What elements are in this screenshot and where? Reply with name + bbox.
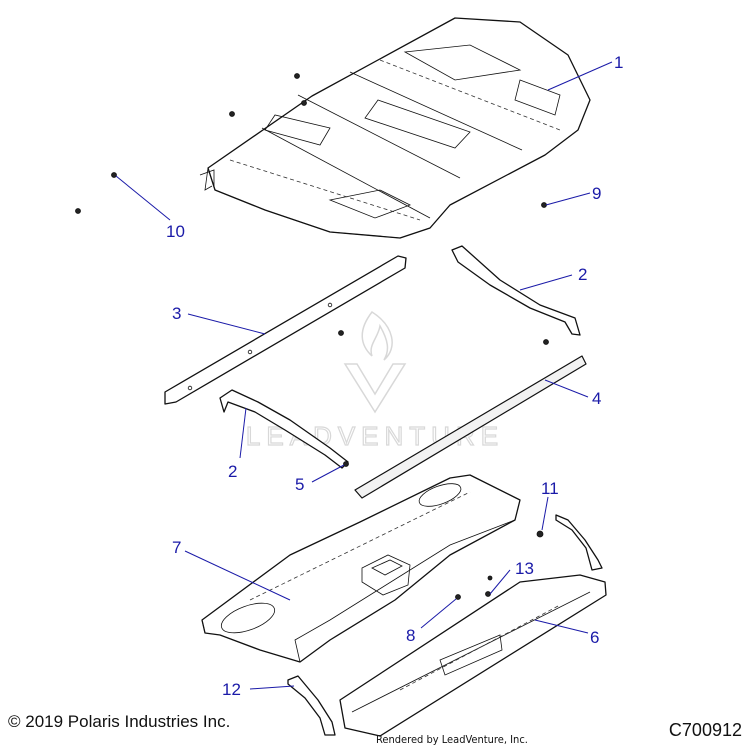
fastener-5 xyxy=(343,461,349,467)
callout-11: 11 xyxy=(541,479,559,498)
callout-2-lower: 2 xyxy=(228,462,237,481)
callout-5: 5 xyxy=(295,475,304,494)
callout-1: 1 xyxy=(614,53,623,72)
part-headliner xyxy=(201,474,521,663)
callout-labels: 1 2 2 3 4 5 6 7 8 9 10 11 12 13 xyxy=(166,53,623,699)
callout-13: 13 xyxy=(515,559,534,578)
callout-7: 7 xyxy=(172,538,181,557)
callout-3: 3 xyxy=(172,304,181,323)
fastener-8 xyxy=(455,594,461,600)
callout-6: 6 xyxy=(590,628,599,647)
callout-12: 12 xyxy=(222,680,241,699)
fastener-11 xyxy=(536,530,544,538)
copyright-notice: © 2019 Polaris Industries Inc. xyxy=(8,712,231,731)
rendered-by-credit: Rendered by LeadVenture, Inc. xyxy=(376,733,528,746)
part-small-trim-left xyxy=(287,675,336,736)
watermark-v-icon xyxy=(343,363,407,414)
part-roof xyxy=(199,17,591,239)
watermark-flame-icon xyxy=(361,311,393,361)
part-trim-rail-lower xyxy=(219,389,349,469)
part-long-rail xyxy=(164,255,407,405)
diagram-code: C700912 xyxy=(668,720,742,740)
callout-2-upper: 2 xyxy=(578,265,587,284)
fastener-9 xyxy=(541,202,547,208)
callout-8: 8 xyxy=(406,626,415,645)
callout-4: 4 xyxy=(592,389,601,408)
fastener-10 xyxy=(111,172,117,178)
part-trim-rail-upper xyxy=(451,245,581,336)
leader-lines xyxy=(115,61,613,690)
part-small-trim-right xyxy=(555,514,603,571)
callout-10: 10 xyxy=(166,222,185,241)
callout-9: 9 xyxy=(592,184,601,203)
fastener-13 xyxy=(485,591,491,597)
part-rear-panel xyxy=(339,574,607,737)
part-seal-strip xyxy=(354,355,587,499)
fasteners xyxy=(75,73,549,600)
